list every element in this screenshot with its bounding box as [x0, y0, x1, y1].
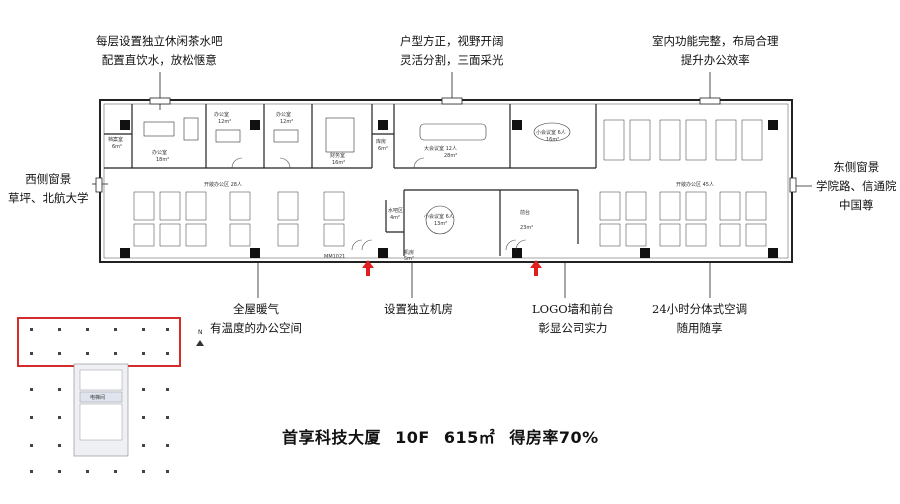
door-label: MM1021 [324, 254, 345, 260]
room-office1-area: 18m² [156, 157, 169, 163]
room-office3-name: 办公室 [276, 111, 291, 118]
caption-area: 615㎡ [443, 428, 496, 447]
annotation-functions: 室内功能完整，布局合理提升办公效率 [652, 34, 779, 67]
north-arrow-icon [196, 340, 204, 346]
caption: 首享科技大厦 10F 615㎡ 得房率70% [282, 424, 607, 448]
annotation-heating: 全屋暖气有温度的办公空间 [210, 302, 302, 335]
room-server-name: 机房 [404, 249, 414, 256]
caption-building: 首享科技大厦 [282, 428, 382, 447]
annotation-server-room: 设置独立机房 [384, 302, 453, 316]
key-plan-highlight [17, 317, 181, 367]
room-water-bar-area: 4m² [390, 215, 400, 221]
key-plan: 电梯间 N [17, 317, 204, 473]
door-swings [231, 157, 527, 251]
workstations-east [599, 119, 767, 247]
room-server-area: 5m² [404, 256, 414, 262]
workstations-west [133, 191, 345, 247]
room-finance-area: 16m² [332, 160, 345, 166]
interior-walls [104, 104, 597, 256]
caption-ratio: 得房率70% [509, 428, 599, 447]
annotation-layout: 户型方正，视野开阔灵活分割，三面采光 [400, 34, 504, 67]
room-storage-name: 库房 [376, 138, 386, 145]
annotation-west-window: 西侧窗景草坪、北航大学 [8, 172, 89, 205]
annotation-tea-bar: 每层设置独立休闲茶水吧配置直饮水，放松惬意 [96, 34, 223, 67]
room-reception-area: 23m² [520, 225, 533, 231]
room-big-meeting-area: 28m² [444, 153, 457, 159]
room-water-bar-name: 水吧区 [388, 207, 403, 214]
room-small-meeting1-area: 16m² [546, 137, 559, 143]
room-reception-name: 前台 [520, 209, 530, 216]
room-labels: 档案室 6m² 办公室 18m² 办公室 12m² 办公室 12m² 财务室 1… [108, 111, 714, 262]
room-small-meeting2-area: 13m² [434, 221, 447, 227]
room-office3-area: 12m² [280, 119, 293, 125]
room-archive-area: 6m² [112, 144, 122, 150]
outer-walls [95, 97, 797, 263]
key-plan-elevator: 电梯间 [90, 394, 105, 401]
room-office2-name: 办公室 [214, 111, 229, 118]
room-archive-name: 档案室 [108, 136, 123, 143]
entrance-arrows [362, 260, 542, 276]
north-label: N [198, 329, 203, 336]
annotation-ac: 24小时分体式空调随用随享 [652, 302, 748, 335]
room-small-meeting2-name: 小会议室 6人 [424, 213, 454, 220]
annotation-east-window: 东侧窗景学院路、信通院中国尊 [816, 160, 897, 212]
room-office1-name: 办公室 [152, 149, 167, 156]
room-small-meeting1-name: 小会议室 6人 [536, 129, 566, 136]
room-open-east-name: 开敞办公区 45人 [676, 181, 714, 188]
room-furniture [143, 117, 571, 235]
room-office2-area: 12m² [218, 119, 231, 125]
annotation-logo-wall: LOGO墙和前台彰显公司实力 [532, 302, 614, 335]
room-open-west-name: 开敞办公区 28人 [204, 181, 242, 188]
room-storage-area: 6m² [378, 146, 388, 152]
caption-floor: 10F [395, 428, 430, 447]
room-big-meeting-name: 大会议室 12人 [424, 145, 457, 152]
room-finance-name: 财务室 [330, 152, 345, 159]
